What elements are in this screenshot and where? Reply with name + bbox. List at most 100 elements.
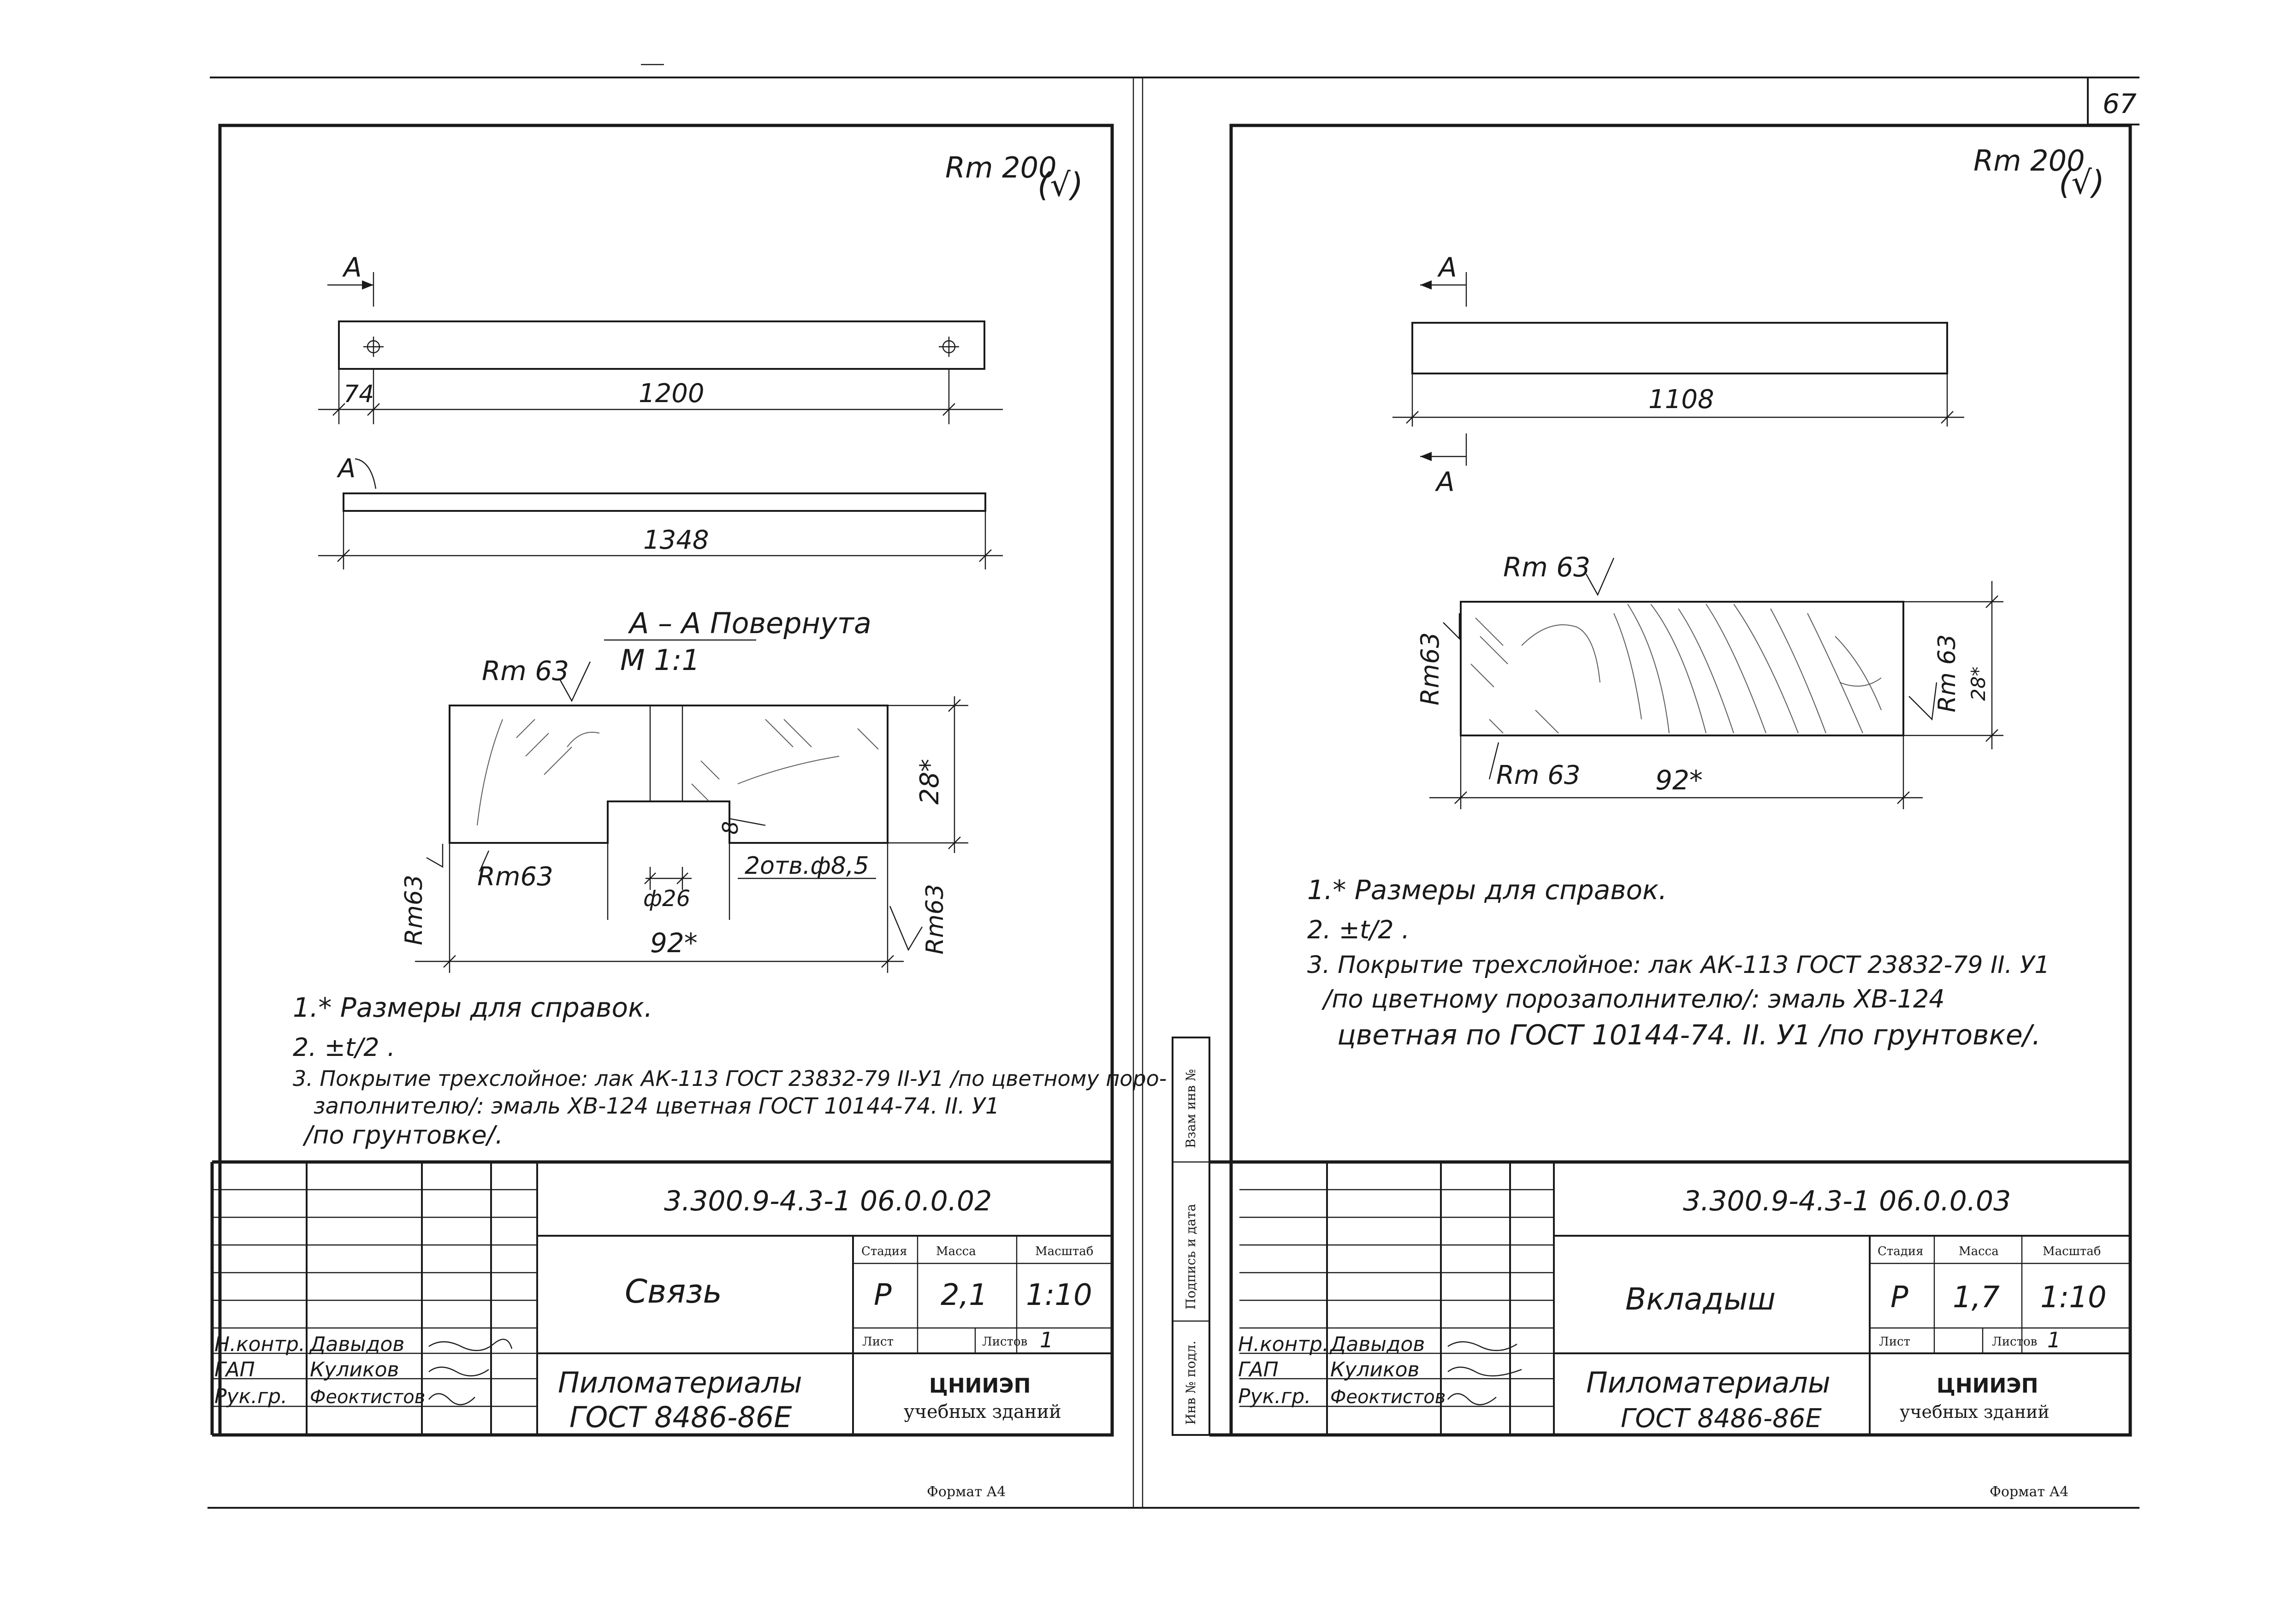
left-tie-side [343, 492, 986, 512]
left-holes-note: 2отв.ф8,5 [745, 852, 869, 880]
left-section-mark-top: А [342, 252, 362, 283]
left-roughness-mark: (√) [1037, 166, 1083, 204]
right-org-line2: учебных зданий [1900, 1402, 2050, 1422]
left-dim-height: 28* [915, 759, 945, 805]
left-side-view: А 1348 [318, 454, 1003, 569]
right-note-3: 3. Покрытие трехслойное: лак АК-113 ГОСТ… [1307, 951, 2050, 979]
left-scale-value: 1:10 [1026, 1278, 1092, 1312]
page-trim-lines [207, 64, 2139, 1509]
right-section-mark-top: А [1437, 252, 1457, 283]
right-designation: 3.300.9-4.3-1 06.0.0.03 [1683, 1185, 2011, 1217]
right-stage-header: Стадия [1878, 1245, 1924, 1258]
left-section-outline [449, 705, 889, 844]
left-sheet-label: Лист [862, 1335, 894, 1349]
right-side-stamp: Инв № подл. Подпись и дата Взам инв № [1172, 1037, 1210, 1436]
left-dim-hole-spacing: 1200 [639, 379, 705, 409]
right-material-line2: ГОСТ 8486-86Е [1621, 1404, 1822, 1434]
right-stage-value: Р [1890, 1280, 1908, 1315]
right-notes: 1.* Размеры для справок. 2. ±t/2 . 3. По… [1307, 874, 2050, 1051]
left-signatures [428, 1339, 513, 1405]
right-dim-width: 92* [1655, 765, 1703, 796]
left-dim-slot-depth: 8 [718, 821, 743, 835]
left-scale-header: Масштаб [1035, 1245, 1093, 1258]
page-number-box: 67 [2087, 77, 2139, 125]
left-material-line2: ГОСТ 8486-86Е [569, 1400, 792, 1434]
right-note-1: 1.* Размеры для справок. [1307, 874, 1667, 906]
left-name-2: Куликов [310, 1358, 399, 1381]
right-name-3: Феоктистов [1330, 1387, 1446, 1408]
left-sheet: Rm 200 (√) А 7 [210, 124, 1167, 1500]
right-rm63-right: Rm 63 [1933, 634, 1961, 712]
right-plan-view: А 1108 А [1392, 252, 1964, 498]
right-sheets-value: 1 [2047, 1328, 2061, 1352]
right-mass-value: 1,7 [1953, 1280, 2000, 1315]
left-dim-width: 92* [650, 927, 698, 959]
right-material-line1: Пиломатериалы [1586, 1366, 1831, 1399]
left-notes: 1.* Размеры для справок. 2. ±t/2 . 3. По… [293, 992, 1167, 1150]
left-dim-total-length: 1348 [643, 525, 709, 555]
left-stage-header: Стадия [861, 1245, 907, 1258]
left-rm63-label: Rm 63 [482, 655, 569, 687]
left-mass-header: Масса [936, 1245, 976, 1258]
right-sheet-label: Лист [1879, 1335, 1910, 1349]
right-dim-height: 28* [1967, 667, 1990, 701]
right-format: Формат А4 [1990, 1484, 2068, 1500]
right-sheets-label: Листов [1992, 1335, 2037, 1349]
left-stage-value: Р [874, 1278, 892, 1312]
right-dim-length: 1108 [1648, 385, 1714, 415]
right-note-4: /по цветному порозаполнителю/: эмаль ХВ-… [1321, 984, 1945, 1014]
left-dim-hole-offset: 74 [344, 380, 374, 408]
right-stamp-replaced-inv: Взам инв № [1183, 1069, 1198, 1148]
right-role-2: ГАП [1238, 1358, 1279, 1381]
right-rm63-bottom: Rm 63 [1496, 760, 1581, 790]
left-format: Формат А4 [927, 1484, 1006, 1500]
left-sheets-value: 1 [1040, 1328, 1053, 1352]
left-role-2: ГАП [214, 1358, 255, 1381]
left-hole-1 [363, 337, 384, 357]
left-roughness: Rm 200 [945, 151, 1057, 184]
left-title-block: 3.300.9-4.3-1 06.0.0.02 Связь Стадия Мас… [210, 1160, 1112, 1437]
right-section-mark-bottom: А [1434, 466, 1455, 498]
right-scale-value: 1:10 [2040, 1280, 2107, 1315]
left-rm63-lower: Rm63 [477, 862, 553, 892]
right-stamp-signature-date: Подпись и дата [1183, 1204, 1198, 1310]
left-rm63-side-left: Rm63 [400, 875, 428, 945]
left-name-1: Давыдов [309, 1333, 404, 1356]
right-role-3: Рук.гр. [1238, 1385, 1311, 1408]
left-org-line2: учебных зданий [904, 1401, 1061, 1422]
left-section-view: А – А Повернута М 1:1 Rm 63 28* [400, 606, 968, 973]
left-note-1: 1.* Размеры для справок. [293, 992, 652, 1023]
right-title-block: 3.300.9-4.3-1 06.0.0.03 Вкладыш Стадия М… [1209, 1160, 2130, 1437]
page-number: 67 [2103, 88, 2137, 119]
right-section-hatch [1470, 604, 1882, 734]
left-designation: 3.300.9-4.3-1 06.0.0.02 [664, 1185, 992, 1217]
left-note-5: /по грунтовке/. [302, 1120, 503, 1150]
right-note-5: цветная по ГОСТ 10144-74. II. У1 /по гру… [1337, 1019, 2041, 1051]
right-name-2: Куликов [1330, 1358, 1419, 1381]
right-section-view: Rm 63 Rm63 [1416, 551, 2003, 809]
right-insert-plan [1411, 322, 1948, 374]
left-role-3: Рук.гр. [214, 1385, 287, 1408]
right-stamp-inv-no: Инв № подл. [1183, 1340, 1198, 1425]
left-material-line1: Пиломатериалы [558, 1366, 802, 1399]
right-insert-section [1460, 601, 1904, 736]
left-org-line1: ЦНИИЭП [929, 1374, 1031, 1398]
right-rm63-left: Rm63 [1416, 632, 1445, 705]
right-mass-header: Масса [1959, 1245, 1999, 1258]
right-roughness-mark: (√) [2059, 164, 2104, 202]
left-note-4: заполнителю/: эмаль ХВ-124 цветная ГОСТ … [314, 1093, 1000, 1119]
left-role-1: Н.контр. [214, 1333, 305, 1356]
left-section-title: А – А Повернута [628, 606, 871, 640]
left-section-hatch [477, 719, 879, 826]
left-section-mark-side: А [337, 454, 356, 484]
right-role-1: Н.контр. [1238, 1333, 1329, 1356]
left-section-scale: М 1:1 [620, 643, 700, 677]
left-name-3: Феоктистов [310, 1387, 425, 1408]
right-part-name: Вкладыш [1625, 1281, 1776, 1317]
right-note-2: 2. ±t/2 . [1307, 915, 1410, 944]
right-signatures [1447, 1341, 1522, 1405]
right-rm63-top: Rm 63 [1503, 551, 1590, 583]
left-part-name: Связь [625, 1273, 722, 1310]
left-mass-value: 2,1 [941, 1278, 988, 1312]
